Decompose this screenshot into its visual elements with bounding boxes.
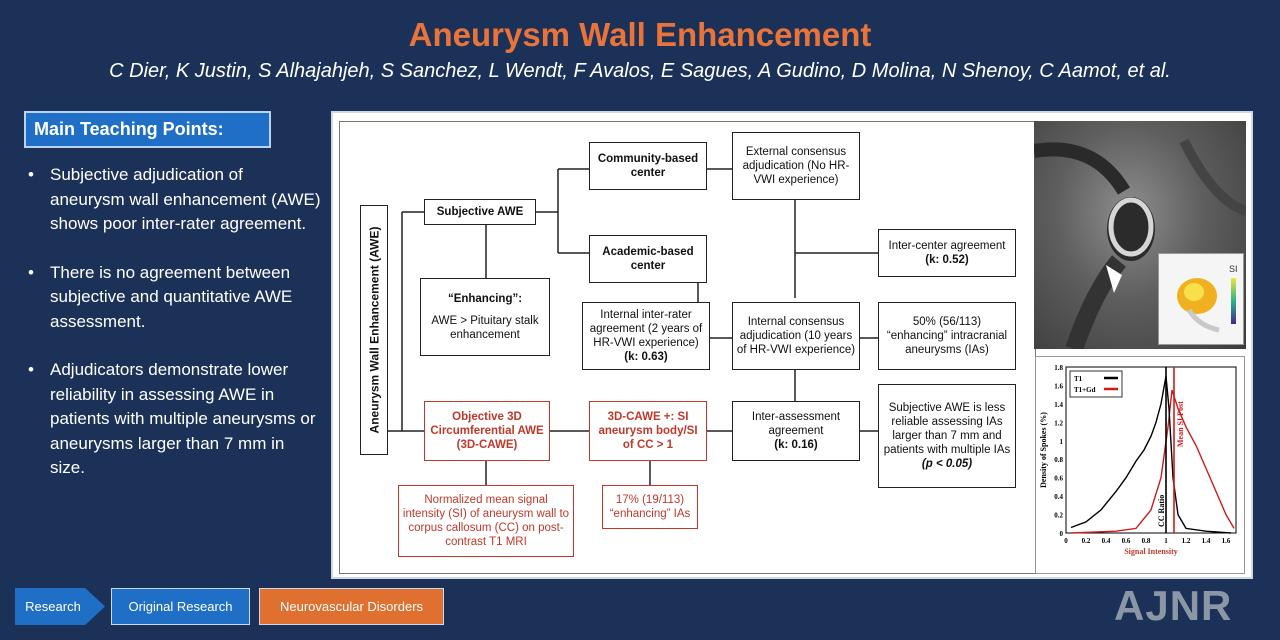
flow-objective-box: Objective 3D Circumferential AWE (3D-CAW… [424, 401, 550, 461]
y-tick-label: 1.6 [1054, 382, 1063, 390]
plot-svg: 1.8 1.6 1.4 1.2 1 0.8 0.6 0.4 0.2 00 0.2 0.4 0.6 0.8 1… [1039, 364, 1237, 556]
x-tick-label: 0.8 [1142, 537, 1151, 545]
flow-internal-rater-box: Internal inter-rater agreement (2 years … [582, 302, 710, 370]
series-t1gd-line [1070, 389, 1235, 534]
x-tick-label: 0.6 [1122, 537, 1131, 545]
plot-frame [1065, 366, 1237, 534]
teaching-point: There is no agreement between subjective… [28, 261, 322, 335]
x-tick-label: 1.2 [1182, 537, 1191, 545]
x-tick-label: 1.6 [1222, 537, 1231, 545]
flow-enhancing-box: “Enhancing”: AWE > Pituitary stalk enhan… [420, 278, 550, 356]
page-title: Aneurysm Wall Enhancement [408, 16, 872, 53]
tag-neurovascular-disorders[interactable]: Neurovascular Disorders [259, 588, 444, 625]
flow-seventeen-percent-box: 17% (19/113) “enhancing” IAs [602, 485, 698, 529]
mean-si-label: Mean SI Post [1176, 401, 1185, 447]
series-t1-line [1070, 376, 1232, 534]
mri-image: SI [1034, 121, 1246, 349]
teaching-points-header: Main Teaching Points: [24, 111, 271, 148]
flow-internal-consensus-box: Internal consensus adjudication (10 year… [732, 302, 860, 370]
flow-normalized-box: Normalized mean signal intensity (SI) of… [398, 485, 574, 557]
figure-panel: Aneurysm Wall Enhancement (AWE) Subjecti… [331, 111, 1253, 579]
flow-academic-box: Academic-based center [589, 235, 707, 283]
flow-external-box: External consensus adjudication (No HR-V… [732, 132, 860, 200]
mri-illustration [1034, 138, 1246, 349]
flow-community-box: Community-based center [589, 142, 707, 190]
legend-box [1069, 370, 1123, 398]
y-tick-label: 0.6 [1054, 475, 1063, 483]
flow-root-box: Aneurysm Wall Enhancement (AWE) [360, 205, 388, 455]
y-tick-label: 1.8 [1054, 364, 1063, 372]
teaching-point: Adjudicators demonstrate lower reliabili… [28, 358, 322, 481]
x-tick-label: 1 [1164, 537, 1168, 545]
y-tick-label: 0.8 [1054, 456, 1063, 464]
tag-research[interactable]: Research [15, 588, 105, 625]
legend-t1gd-label: T1+Gd [1074, 386, 1096, 394]
x-axis-label: Signal Intensity [1124, 547, 1178, 556]
flow-inter-assessment-box: Inter-assessment agreement (k: 0.16) [732, 401, 860, 461]
mri-3d-inset: SI [1158, 253, 1244, 345]
y-axis-label: Density of Spokes (%) [1039, 412, 1048, 488]
y-tick-label: 0 [1060, 530, 1064, 538]
x-tick-label: 0.2 [1082, 537, 1091, 545]
y-tick-label: 1.4 [1054, 401, 1063, 409]
author-list: C Dier, K Justin, S Alhajahjeh, S Sanche… [109, 60, 1171, 82]
y-tick-label: 1.2 [1054, 419, 1063, 427]
flow-subjective-box: Subjective AWE [424, 199, 536, 225]
flow-intercenter-box: Inter-center agreement (k: 0.52) [878, 229, 1016, 277]
flow-fifty-percent-box: 50% (56/113) “enhancing” intracranial an… [878, 302, 1016, 370]
x-tick-label: 0.4 [1102, 537, 1111, 545]
cc-ratio-label: CC Ratio [1157, 495, 1166, 527]
legend-t1-label: T1 [1074, 375, 1083, 383]
flow-cawe-plus-box: 3D-CAWE +: SI aneurysm body/SI of CC > 1 [589, 401, 707, 461]
ajnr-logo: AJNR [1114, 582, 1233, 629]
flow-less-reliable-box: Subjective AWE is less reliable assessin… [878, 384, 1016, 488]
y-tick-label: 1 [1060, 438, 1064, 446]
si-label: SI [1229, 264, 1238, 274]
flowchart: Aneurysm Wall Enhancement (AWE) Subjecti… [339, 121, 1036, 574]
teaching-points-list: Subjective adjudication of aneurysm wall… [28, 163, 322, 505]
arrowhead-marker [1106, 265, 1122, 293]
teaching-point: Subjective adjudication of aneurysm wall… [28, 163, 322, 237]
y-tick-label: 0.4 [1054, 493, 1063, 501]
y-tick-label: 0.2 [1054, 512, 1063, 520]
x-tick-label: 0 [1064, 537, 1068, 545]
x-tick-label: 1.4 [1202, 537, 1211, 545]
tag-original-research[interactable]: Original Research [111, 588, 250, 625]
